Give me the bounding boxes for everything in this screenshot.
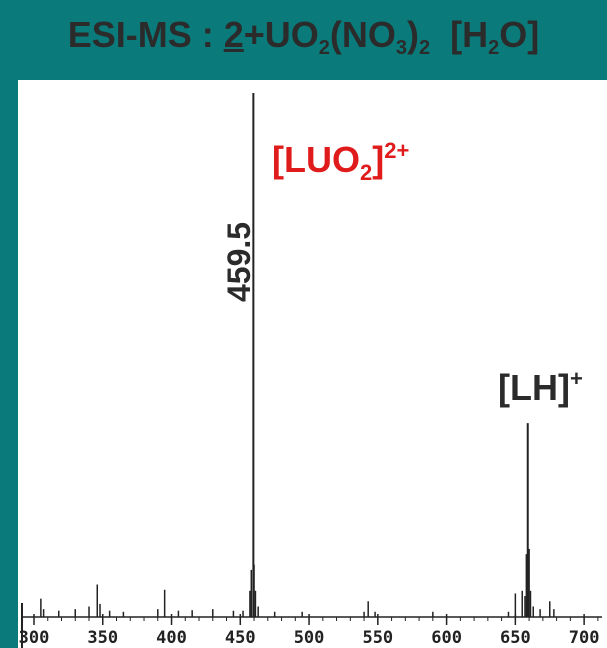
x-tick-label: 450 xyxy=(225,628,256,648)
title-sub-c: 2 xyxy=(419,37,431,59)
title-formula-b: (NO xyxy=(329,14,396,55)
spectrum-plot-area: 300 350 400 450 500 550 600 650 700 [LUO2]2+ [LH… xyxy=(18,80,607,648)
complex-ion-charge: 2+ xyxy=(384,138,410,163)
title-prefix: ESI-MS : xyxy=(67,14,224,55)
mass-spectrum-chart: 300 350 400 450 500 550 600 650 700 xyxy=(19,93,602,648)
ligand-ion-label: [LH]+ xyxy=(498,366,583,409)
title-formula-a: +UO xyxy=(243,14,319,55)
complex-ion-sub: 2 xyxy=(359,160,373,185)
figure-title: ESI-MS : 2+UO2(NO3)2 [H2O] xyxy=(0,14,607,60)
x-tick-label: 650 xyxy=(500,628,531,648)
title-sub-d: 2 xyxy=(488,37,500,59)
title-sub-a: 2 xyxy=(318,37,330,59)
title-sub-b: 3 xyxy=(395,37,408,59)
x-tick-label: 500 xyxy=(294,628,325,648)
title-compound-number: 2 xyxy=(223,14,244,55)
complex-ion-tail: ] xyxy=(372,139,385,180)
x-tick-label: 400 xyxy=(156,628,187,648)
title-formula-c: ) xyxy=(407,14,420,55)
x-tick-label: 300 xyxy=(19,628,50,648)
complex-ion-main: [LUO xyxy=(272,139,360,180)
title-solvent-a: [H xyxy=(430,14,489,55)
complex-ion-label: [LUO2]2+ xyxy=(272,138,409,186)
title-solvent-b: O] xyxy=(499,14,540,55)
x-tick-label: 350 xyxy=(87,628,118,648)
base-peak-value-label: 459.5 xyxy=(221,221,257,302)
ligand-ion-main: [LH] xyxy=(498,367,570,408)
x-tick-label: 700 xyxy=(569,628,600,648)
ligand-ion-charge: + xyxy=(569,366,583,391)
x-tick-label: 600 xyxy=(431,628,462,648)
x-tick-label: 550 xyxy=(362,628,393,648)
